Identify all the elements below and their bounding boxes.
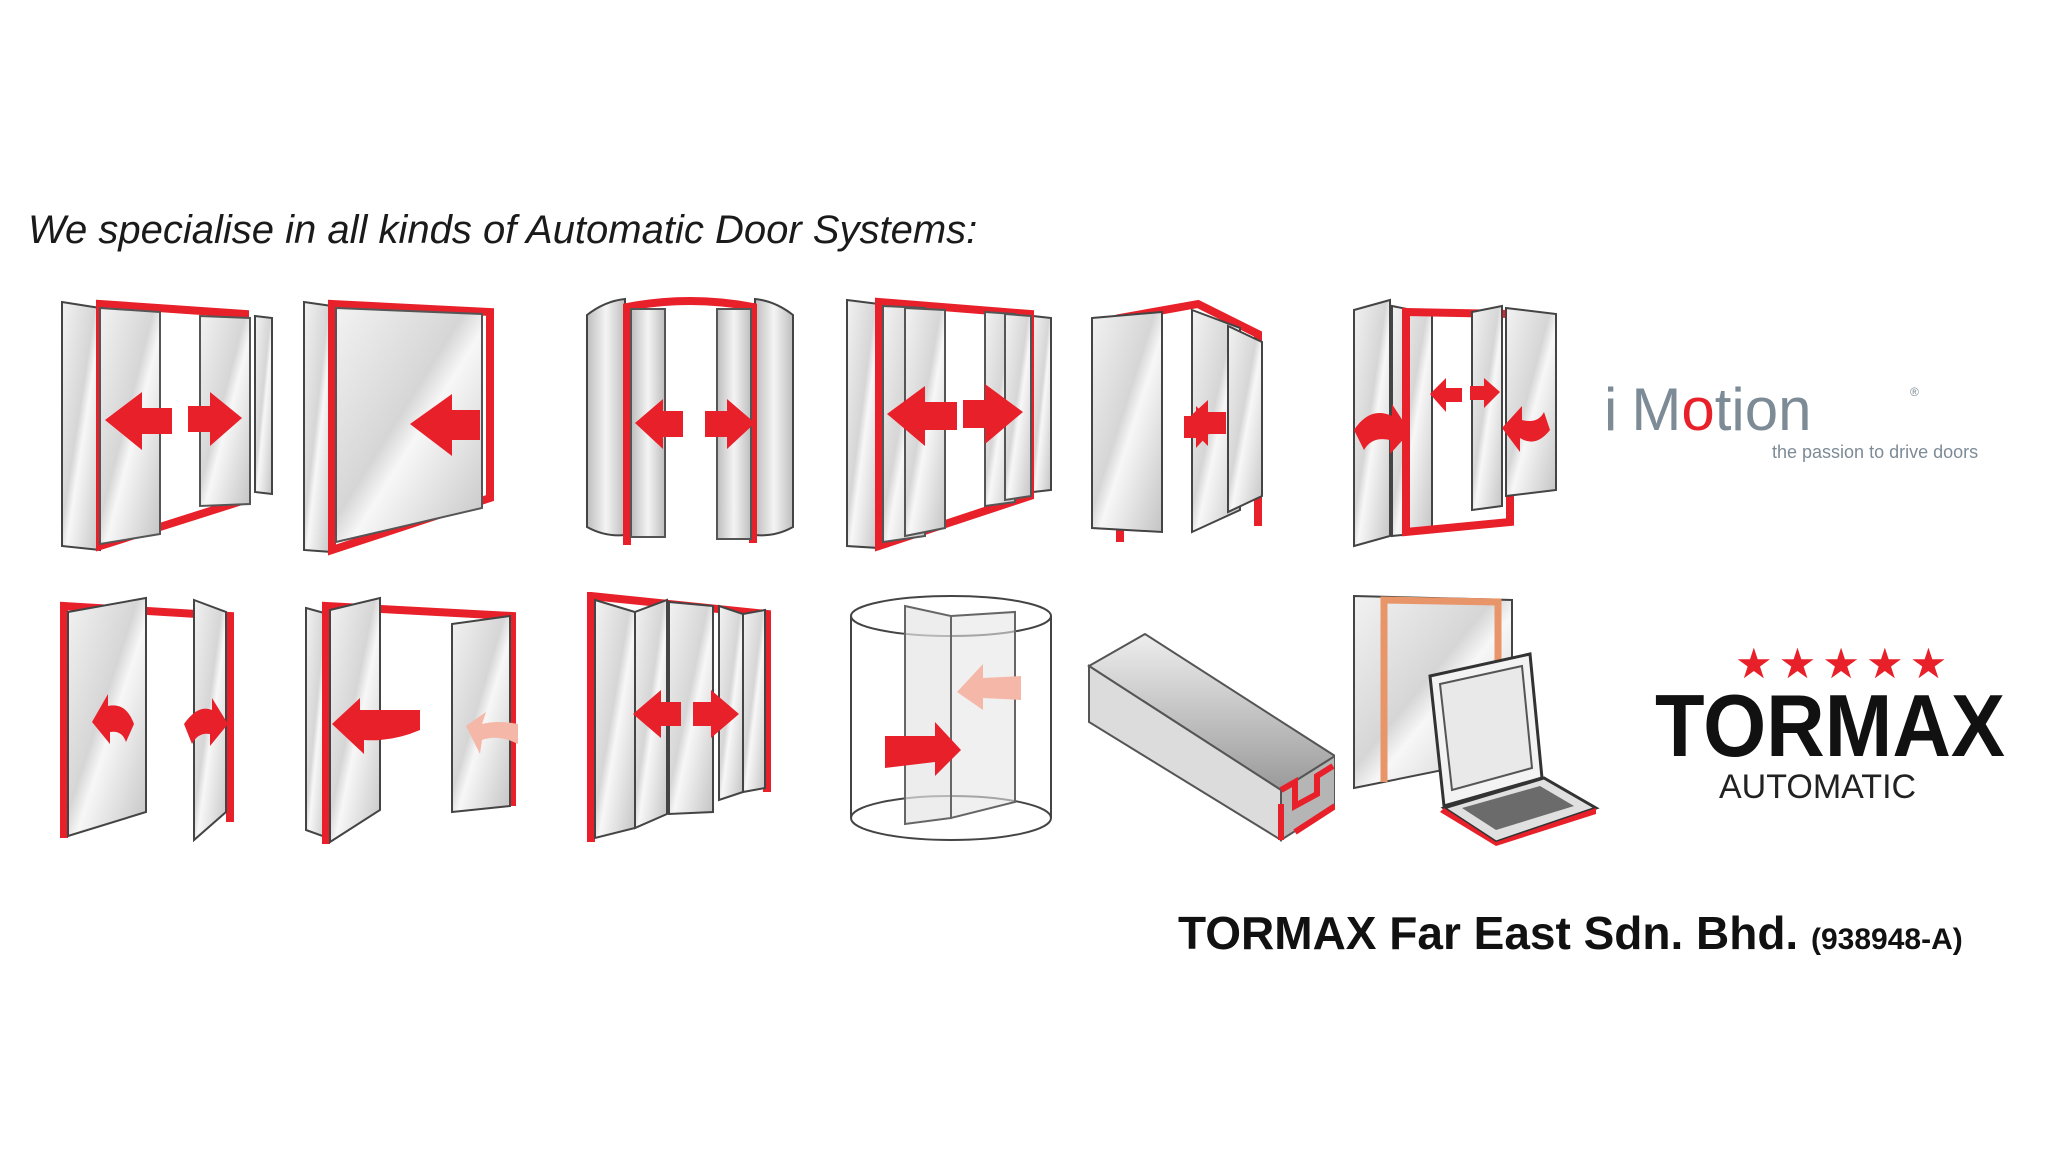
revolving-door-icon — [850, 595, 1052, 841]
tormax-wordmark: TORMAX — [1655, 676, 2005, 775]
corner-sliding-door-icon — [1091, 299, 1263, 542]
telescopic-sliding-door-icon — [846, 297, 1052, 552]
tormax-stars: ★★★★★ — [1735, 639, 1953, 688]
sliding-door-single-icon — [303, 299, 494, 556]
door-control-laptop-icon — [1353, 594, 1600, 846]
swing-door-single-icon — [305, 596, 518, 844]
company-title: TORMAX Far East Sdn. Bhd. — [1178, 907, 1799, 959]
imotion-letters-tion: tion — [1715, 378, 1812, 443]
curved-sliding-door-icon — [586, 297, 794, 545]
imotion-letter-o: o — [1681, 378, 1714, 443]
imotion-registered-mark: ® — [1910, 385, 1919, 399]
imotion-tagline: the passion to drive doors — [1772, 442, 1978, 462]
tormax-subtitle: AUTOMATIC — [1719, 768, 1916, 806]
headline: We specialise in all kinds of Automatic … — [28, 208, 978, 252]
imotion-letter-m: M — [1631, 378, 1681, 443]
tormax-logo: ★★★★★ TORMAX AUTOMATIC — [1655, 632, 2010, 807]
sliding-door-bi-parting-icon — [61, 299, 273, 552]
imotion-letter-i: i — [1604, 378, 1617, 443]
swing-door-double-icon — [60, 596, 234, 843]
company-registration: (938948-A) — [1811, 923, 1963, 956]
door-drive-profile-icon — [1087, 632, 1335, 842]
company-name: TORMAX Far East Sdn. Bhd. (938948-A) — [1178, 906, 1963, 960]
folding-sliding-door-icon — [587, 592, 771, 842]
folding-door-icon — [1353, 298, 1557, 548]
